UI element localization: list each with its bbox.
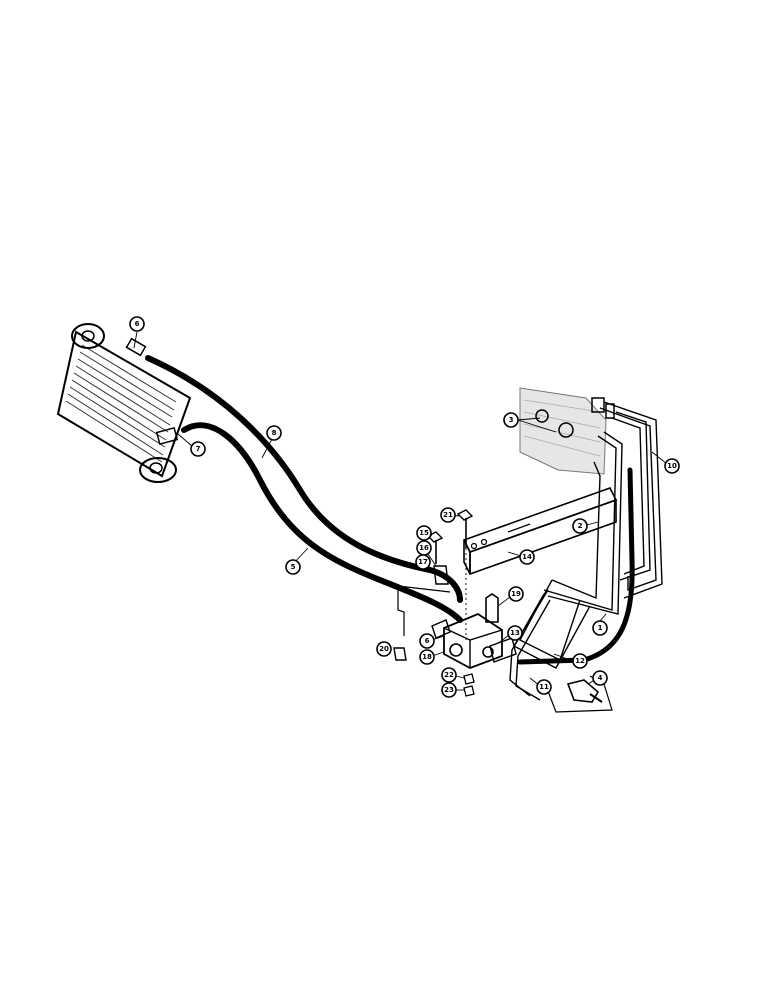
svg-text:14: 14	[522, 553, 532, 561]
callout-15: 15	[416, 525, 432, 541]
svg-text:17: 17	[418, 558, 428, 566]
flexible-hoses	[145, 355, 635, 665]
callout-10: 10	[664, 458, 680, 474]
svg-text:6: 6	[135, 320, 140, 328]
callout-4: 4	[592, 670, 608, 686]
callout-1: 1	[592, 620, 608, 636]
callout-19: 19	[508, 586, 524, 602]
svg-text:21: 21	[443, 511, 453, 519]
svg-text:20: 20	[379, 645, 389, 653]
callout-20: 20	[376, 641, 392, 657]
svg-text:15: 15	[419, 529, 429, 537]
callout-6-upper: 6	[129, 316, 145, 332]
svg-text:12: 12	[575, 657, 585, 665]
callout-18: 18	[419, 649, 435, 665]
svg-text:4: 4	[598, 674, 603, 682]
callout-8-valve: 6	[419, 633, 435, 649]
svg-text:23: 23	[444, 686, 454, 694]
callout-16: 16	[416, 540, 432, 556]
control-valve	[431, 612, 517, 669]
fitting-19	[485, 593, 499, 623]
svg-text:8: 8	[272, 429, 277, 437]
callout-14: 14	[519, 549, 535, 565]
svg-text:18: 18	[422, 653, 432, 661]
callout-12: 12	[572, 653, 588, 669]
callout-21: 21	[440, 507, 456, 523]
svg-text:2: 2	[578, 522, 583, 530]
svg-text:16: 16	[419, 544, 429, 552]
svg-text:5: 5	[291, 563, 296, 571]
callout-13: 13	[507, 625, 523, 641]
callout-23: 23	[441, 682, 457, 698]
callout-22: 22	[441, 667, 457, 683]
callout-7: 7	[190, 441, 206, 457]
callout-5: 5	[285, 559, 301, 575]
mounting-plate	[462, 487, 618, 576]
svg-text:10: 10	[667, 462, 677, 470]
fitting-17	[433, 565, 449, 585]
steel-tubes	[509, 401, 663, 701]
callout-2: 2	[572, 518, 588, 534]
callout-11: 11	[536, 679, 552, 695]
bolts	[426, 509, 474, 640]
fitting-4	[566, 679, 603, 703]
hydraulic-cylinder	[56, 323, 192, 483]
callout-17: 17	[415, 554, 431, 570]
svg-text:19: 19	[511, 590, 521, 598]
svg-text:3: 3	[509, 416, 514, 424]
svg-text:7: 7	[196, 445, 201, 453]
callout-3: 3	[503, 412, 519, 428]
callout-8-hose: 8	[266, 425, 282, 441]
nuts	[463, 673, 475, 697]
plug-20	[393, 647, 407, 661]
svg-text:1: 1	[598, 624, 603, 632]
svg-text:13: 13	[510, 629, 520, 637]
svg-text:11: 11	[539, 683, 549, 691]
valve-mount-block	[519, 387, 615, 475]
svg-text:22: 22	[444, 671, 454, 679]
svg-text:6: 6	[425, 637, 430, 645]
